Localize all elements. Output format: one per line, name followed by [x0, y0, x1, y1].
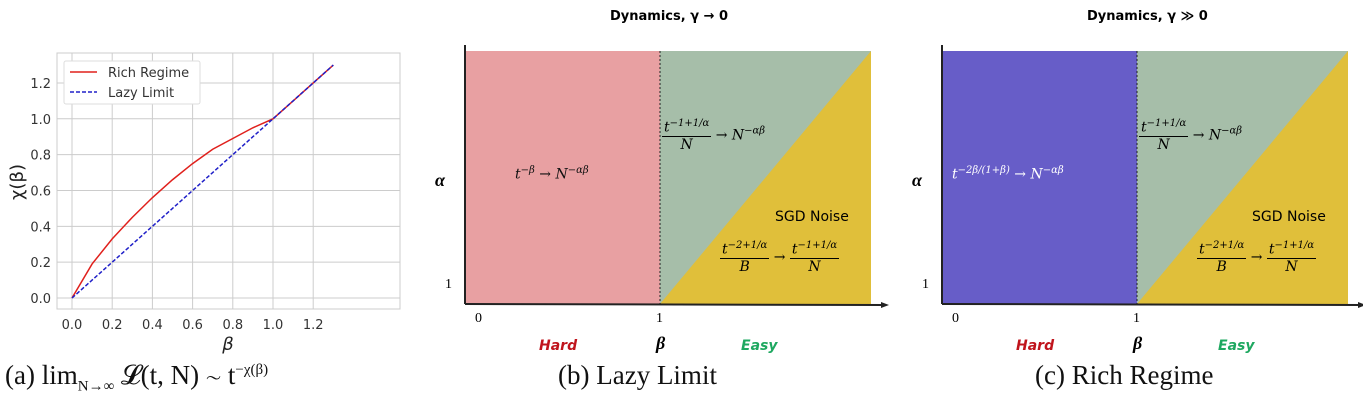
beta-label: β	[656, 333, 666, 353]
x-tick-label: 1.0	[263, 318, 284, 333]
x-axis-label: β	[221, 334, 234, 355]
x-axis	[941, 303, 1363, 306]
phase-regions	[941, 45, 1363, 308]
x-tick-label: 0.8	[222, 318, 243, 333]
hard-label: Hard	[539, 338, 578, 354]
hard-formula: t−β → N−αβ	[515, 165, 589, 183]
x-tick-0: 0	[475, 311, 482, 326]
y-tick-label: 0.2	[30, 256, 51, 271]
x-tick-label: 1.2	[303, 318, 324, 333]
legend-label: Rich Regime	[108, 66, 189, 81]
hard-label: Hard	[1016, 338, 1055, 354]
y-tick-label: 0.4	[30, 220, 51, 235]
phase-regions	[464, 45, 889, 308]
caption-b: (b) Lazy Limit	[558, 360, 717, 390]
x-axis-arrow-icon	[1358, 302, 1363, 308]
legend	[63, 60, 201, 105]
y-tick-1: 1	[922, 277, 929, 292]
chi-beta-chart: 0.0 0.2 0.4 0.6 0.8 1.0 1.2 0.0 0.2 0.4 0.6 0.8 1.0 1…	[7, 52, 401, 355]
alpha-label: α	[912, 170, 922, 190]
y-tick-label: 0.8	[30, 149, 51, 164]
easy-label: Easy	[741, 338, 778, 354]
sgd-noise-region	[660, 51, 871, 304]
beta-label: β	[1133, 333, 1143, 353]
diagram-title: Dynamics, γ → 0	[610, 9, 729, 24]
y-tick-label: 0.6	[30, 184, 51, 199]
hard-region	[942, 51, 1137, 304]
y-tick-1: 1	[445, 277, 452, 292]
x-tick-1: 1	[656, 311, 663, 326]
y-tick-label: 1.2	[30, 77, 51, 92]
x-tick-label: 0.4	[142, 318, 163, 333]
hard-formula: t−2β/(1+β) → N−αβ	[952, 165, 1064, 183]
x-axis-arrow-icon	[881, 302, 889, 308]
x-tick-label: 0.0	[62, 318, 83, 333]
diagram-title: Dynamics, γ ≫ 0	[1087, 9, 1208, 24]
sgd-noise-region	[1137, 51, 1348, 304]
x-tick-label: 0.6	[182, 318, 203, 333]
series-line-lazy-limit	[71, 64, 334, 299]
x-tick-1: 1	[1133, 311, 1140, 326]
x-tick-0: 0	[952, 311, 959, 326]
sgd-noise-label: SGD Noise	[1252, 209, 1326, 225]
legend-label: Lazy Limit	[108, 86, 174, 101]
alpha-label: α	[435, 170, 445, 190]
caption-a: (a) limN→∞ 𝓛(t, N) ∼ t−χ(β)	[5, 360, 269, 395]
x-axis	[464, 303, 886, 306]
easy-label: Easy	[1218, 338, 1255, 354]
y-tick-label: 1.0	[30, 113, 51, 128]
hard-region	[465, 51, 660, 304]
sgd-noise-label: SGD Noise	[775, 209, 849, 225]
x-tick-label: 0.2	[102, 318, 123, 333]
caption-c: (c) Rich Regime	[1035, 360, 1214, 390]
y-tick-label: 0.0	[30, 292, 51, 307]
y-axis-label: χ(β)	[7, 164, 28, 200]
